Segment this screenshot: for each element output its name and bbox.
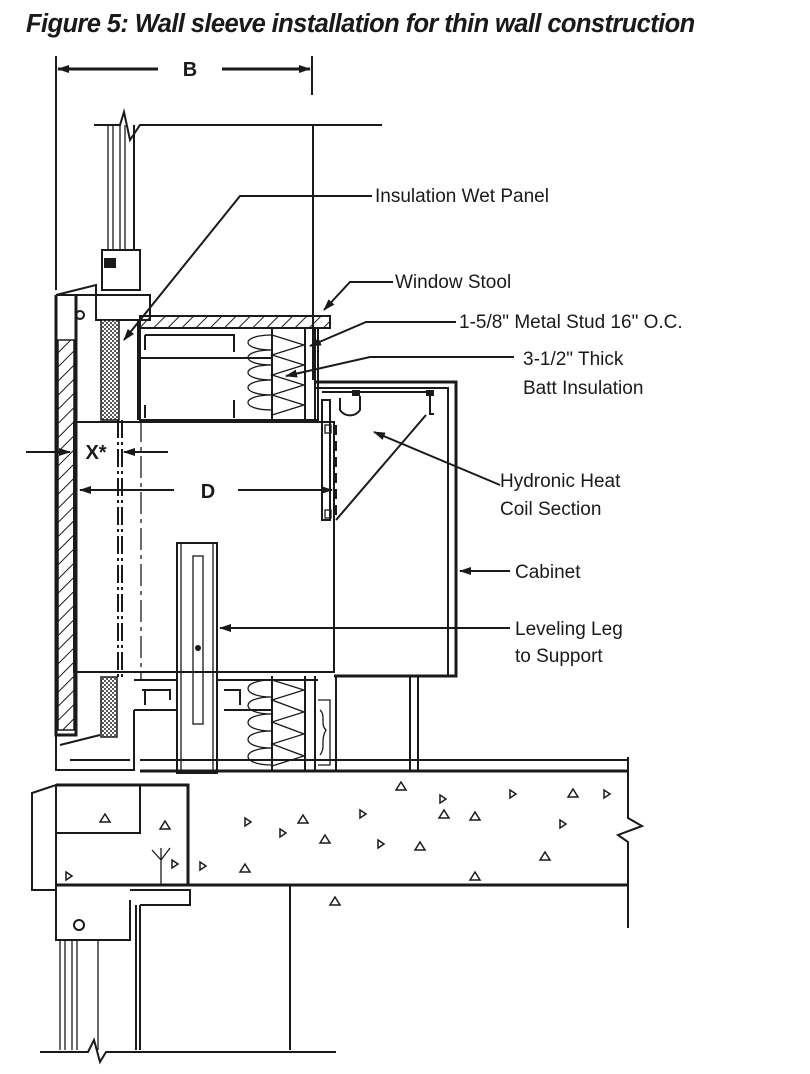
cabinet-outer — [316, 380, 458, 678]
anchor-bolt-symbol — [151, 847, 171, 885]
floor-slab — [31, 757, 645, 928]
leveling-leg — [176, 542, 218, 774]
sleeve-outline — [73, 421, 335, 673]
window-stool — [139, 315, 331, 329]
wall-sleeve — [73, 420, 335, 680]
dimension-b: B — [55, 56, 313, 290]
label-batt-insulation-line1: 3-1/2" Thick — [523, 349, 624, 370]
dimension-d: D — [79, 481, 333, 503]
label-hydronic-coil-line1: Hydronic Heat — [500, 471, 621, 492]
label-cabinet: Cabinet — [515, 562, 581, 583]
label-leveling-leg-line2: to Support — [515, 646, 603, 667]
batt-insulation-lower-left — [247, 679, 273, 766]
dimension-x: X* — [26, 442, 168, 464]
label-window-stool: Window Stool — [395, 272, 511, 293]
insulation-wet-panel — [100, 319, 139, 738]
callout-leaders — [123, 195, 514, 632]
figure-title: Figure 5: Wall sleeve installation for t… — [26, 10, 695, 38]
label-batt-insulation-line2: Batt Insulation — [523, 378, 643, 399]
window-below — [40, 885, 336, 1065]
dim-b-label: B — [183, 59, 197, 81]
window-above — [94, 108, 382, 380]
exterior-hatch — [57, 339, 75, 731]
label-insulation-wet-panel: Insulation Wet Panel — [375, 186, 549, 207]
upper-framing — [139, 328, 319, 421]
leader-metal-stud — [309, 321, 456, 347]
wall-break-line-top — [94, 108, 382, 143]
spandrel-panel — [31, 783, 57, 891]
drain-trap — [339, 396, 361, 417]
dim-x-label: X* — [85, 442, 106, 464]
cabinet — [316, 380, 458, 770]
callout-labels: Insulation Wet Panel Window Stool 1-5/8"… — [375, 186, 683, 667]
leader-insulation-wet-panel — [123, 195, 372, 341]
batt-insulation-upper-left — [247, 334, 273, 411]
leader-batt-insulation — [285, 356, 514, 378]
label-metal-stud: 1-5/8" Metal Stud 16" O.C. — [459, 312, 683, 333]
slab-break-line — [615, 757, 645, 928]
concrete-aggregate — [65, 780, 612, 906]
label-hydronic-coil-line2: Coil Section — [500, 499, 601, 520]
leader-hydronic-coil-arrow — [373, 431, 501, 486]
label-leveling-leg-line1: Leveling Leg — [515, 619, 623, 640]
lower-framing — [55, 676, 331, 771]
leader-hydronic-coil-line — [335, 414, 427, 521]
exterior-wall — [54, 283, 151, 737]
wall-break-line-bottom — [40, 1037, 336, 1065]
batt-insulation-lower-right — [269, 679, 307, 767]
dim-d-label: D — [201, 481, 215, 503]
leader-window-stool — [323, 281, 393, 311]
batt-insulation-upper-right — [269, 334, 307, 416]
